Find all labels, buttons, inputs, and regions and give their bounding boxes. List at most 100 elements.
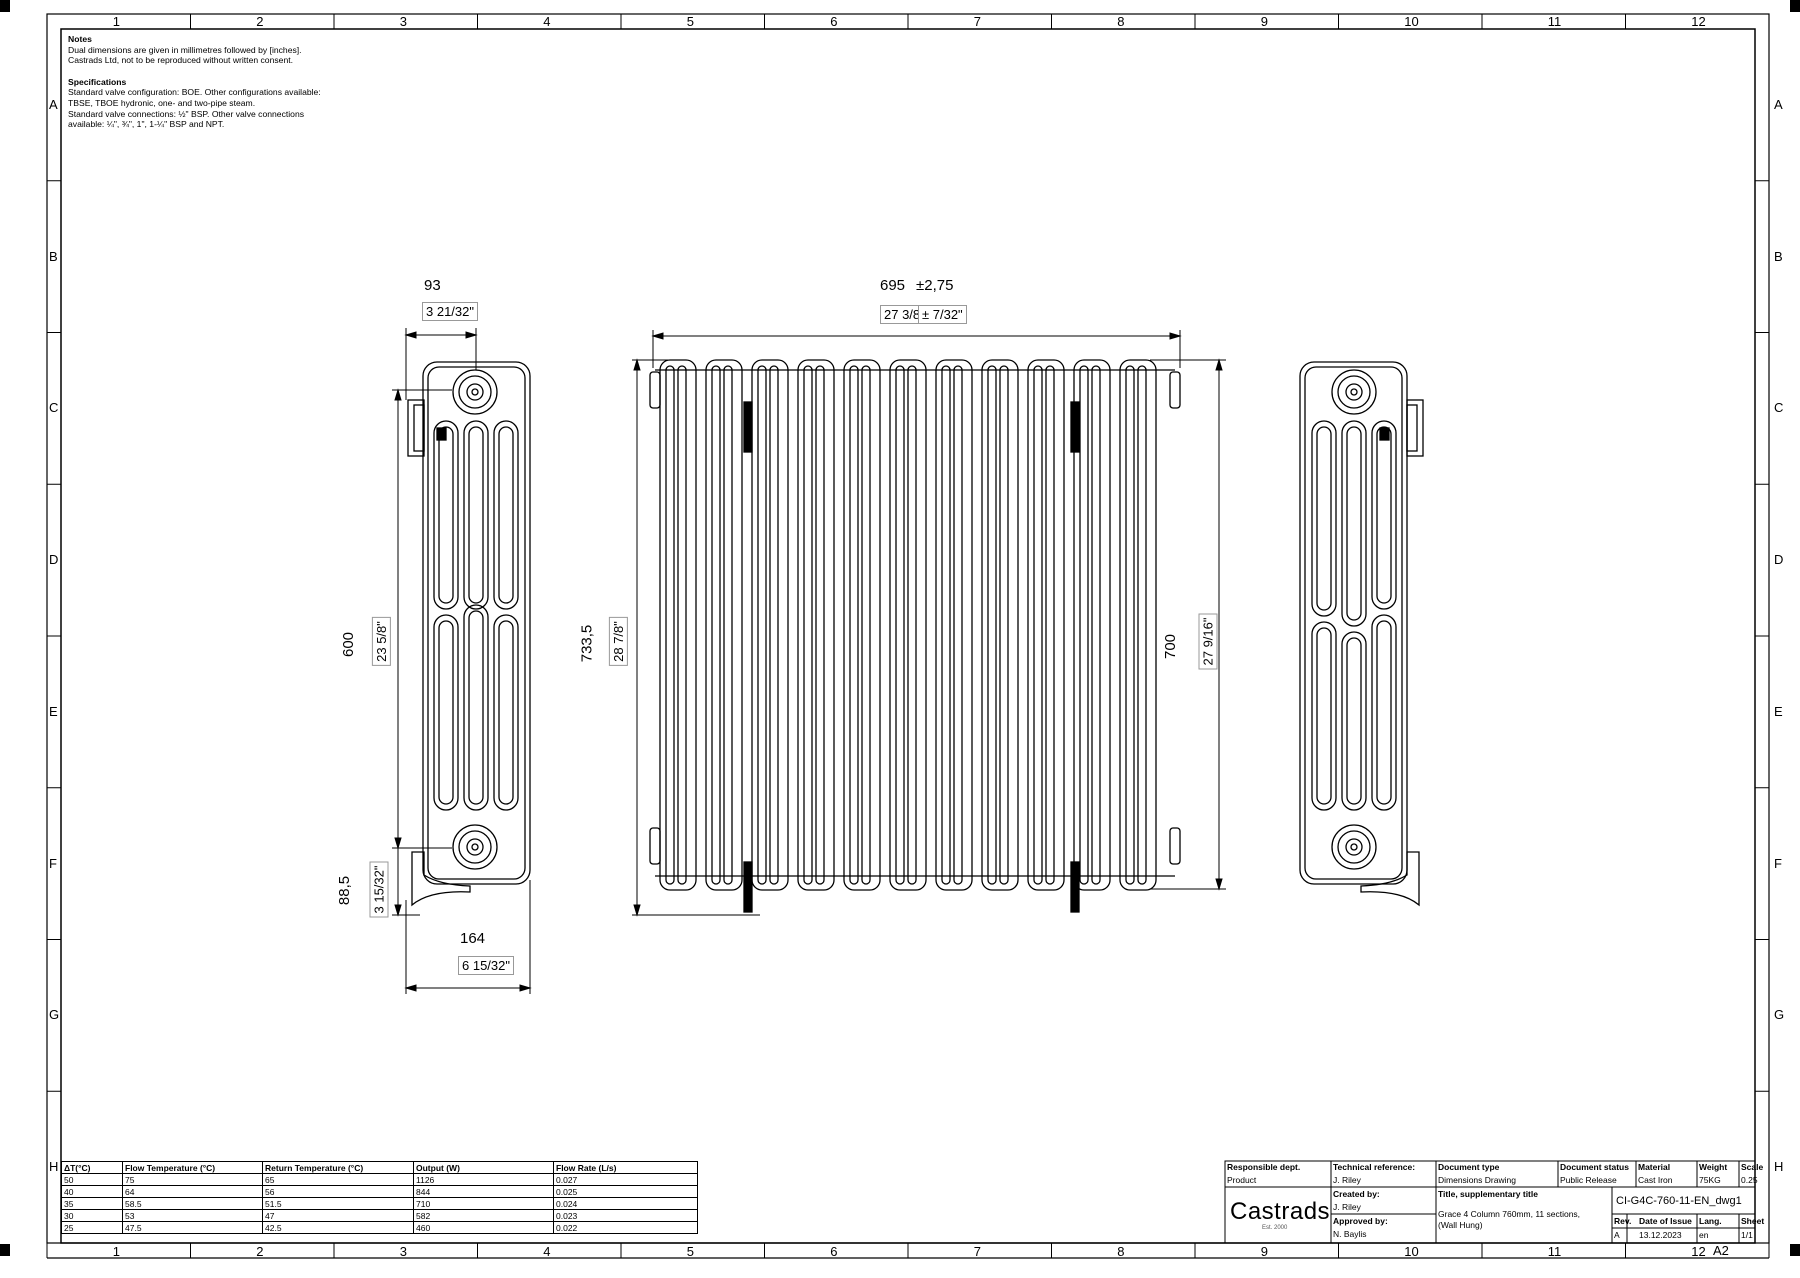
created-by-label: Created by: [1333,1189,1380,1199]
grid-col-label-bottom: 10 [1404,1244,1419,1259]
table-cell: 50 [61,1173,123,1186]
grid-row-label-right: E [1774,703,1783,719]
dim-overall-height-in: 28 7/8" [608,617,628,666]
grid-row-label-right: G [1774,1007,1785,1023]
created-by: J. Riley [1333,1202,1361,1212]
logo-subtitle: Est. 2000 [1262,1225,1288,1231]
table-cell: 0.023 [553,1209,698,1222]
header-flow-rate: Flow Rate (L/s) [553,1161,698,1174]
wall-bracket-top [743,401,753,453]
table-cell: 460 [413,1221,554,1234]
valve-plug [1169,371,1181,409]
section-column [769,365,779,885]
responsible-dept-label: Responsible dept. [1227,1162,1301,1172]
scale-label: Scale [1741,1162,1764,1172]
table-cell: 0.027 [553,1173,698,1186]
lang: en [1699,1230,1709,1240]
drawing-number: CI-G4C-760-11-EN_dwg1 [1616,1195,1742,1207]
grid-col-label-bottom: 7 [973,1244,981,1259]
table-cell: 64 [122,1185,263,1198]
approved-by: N. Baylis [1333,1229,1367,1239]
grid-col-label-top: 6 [830,14,838,29]
grid-col-label-top: 3 [399,14,407,29]
table-cell: 47.5 [122,1221,263,1234]
date-label: Date of Issue [1639,1216,1692,1226]
table-cell: 56 [262,1185,414,1198]
table-cell: 582 [413,1209,554,1222]
date-of-issue: 13.12.2023 [1639,1230,1682,1240]
grid-col-label-bottom: 11 [1547,1244,1562,1259]
grid-col-label-top: 4 [543,14,551,29]
grid-row-label-left: F [49,855,57,871]
wall-bracket-bottom [1070,861,1080,913]
dim-side-width: 93 [424,277,441,294]
spec-line: available: ¼", ¾", 1", 1-¼" BSP and NPT. [68,119,225,130]
dim-depth: 164 [460,930,486,947]
grid-row-label-right: B [1774,248,1783,264]
grid-row-label-left: E [49,703,58,719]
section-column [953,365,963,885]
table-cell: 58.5 [122,1197,263,1210]
dim-front-width-tol-in: ± 7/32" [918,305,967,324]
dim-side-width-in: 3 21/32" [422,302,478,321]
sheet: 1/1 [1741,1230,1753,1240]
material: Cast Iron [1638,1175,1673,1185]
side-view-right [1299,361,1424,907]
table-cell: 35 [61,1197,123,1210]
grid-col-label-top: 2 [256,14,264,29]
spec-line: Standard valve configuration: BOE. Other… [68,87,321,98]
dim-bracket-height-in: 3 15/32" [369,861,389,918]
grid-col-label-top: 1 [112,14,120,29]
section-column [1079,365,1089,885]
document-status: Public Release [1560,1175,1617,1185]
front-view [649,359,1181,913]
table-header-row: ΔT(°C) Flow Temperature (°C) Return Temp… [61,1161,698,1174]
dim-side-height-in: 23 5/8" [371,617,391,666]
radiator-section [981,359,1019,891]
table-cell: 0.025 [553,1185,698,1198]
dim-front-width-in: 27 3/8" [880,305,929,324]
grid-col-label-bottom: 1 [112,1244,120,1259]
grid-col-label-top: 8 [1117,14,1125,29]
table-cell: 1126 [413,1173,554,1186]
grid-col-label-bottom: 9 [1260,1244,1268,1259]
spec-line: TBSE, TBOE hydronic, one- and two-pipe s… [68,97,256,108]
table-cell: 710 [413,1197,554,1210]
table-cell: 53 [122,1209,263,1222]
section-column [861,365,871,885]
table-cell: 25 [61,1221,123,1234]
section-column [895,365,905,885]
performance-table: ΔT(°C) Flow Temperature (°C) Return Temp… [61,1161,698,1234]
table-cell: 75 [122,1173,263,1186]
section-column [1045,365,1055,885]
section-column [677,365,687,885]
weight: 75KG [1699,1175,1721,1185]
castrads-logo: Castrads [1230,1198,1331,1225]
table-cell: 47 [262,1209,414,1222]
title-block-frame [1224,1160,1756,1244]
table-cell: 0.024 [553,1197,698,1210]
header-return-temp: Return Temperature (°C) [262,1161,414,1174]
rev-label: Rev. [1614,1216,1632,1226]
radiator-section [1119,359,1157,891]
notes-block: Notes Dual dimensions are given in milli… [68,34,321,130]
valve-plug [649,371,661,409]
section-column [907,365,917,885]
table-cell: 40 [61,1185,123,1198]
valve-plug [1169,827,1181,865]
title-label: Title, supplementary title [1438,1189,1538,1199]
grid-row-label-left: G [49,1007,60,1023]
grid-col-label-top: 12 [1691,14,1706,29]
grid-row-label-right: A [1774,96,1783,112]
technical-reference-label: Technical reference: [1333,1162,1416,1172]
section-column [815,365,825,885]
grid-ticks [47,14,1769,1258]
weight-label: Weight [1699,1162,1728,1172]
wall-bracket-bottom [743,861,753,913]
section-column [803,365,813,885]
grid-col-label-bottom: 8 [1117,1244,1125,1259]
